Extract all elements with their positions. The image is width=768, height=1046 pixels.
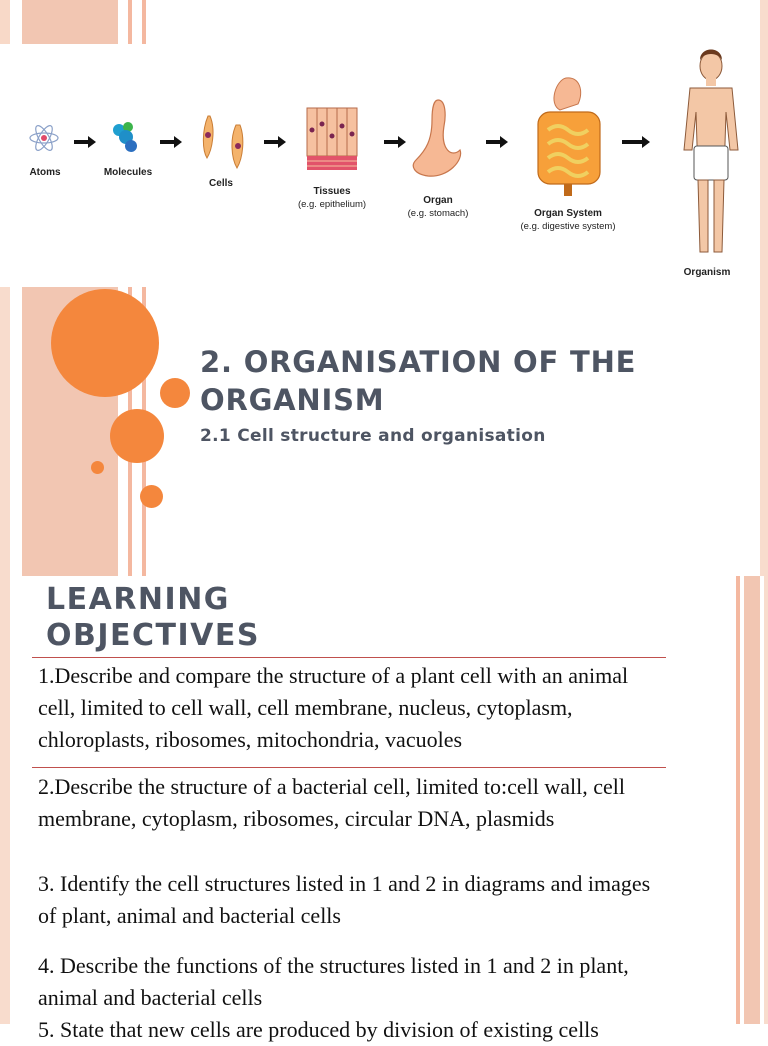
slide-stripe xyxy=(736,576,740,1024)
divider xyxy=(32,657,666,658)
slide-stripe xyxy=(0,576,10,1024)
digestive-system-icon xyxy=(537,77,601,196)
decorative-circle xyxy=(110,409,164,463)
objective-2: 2.Describe the structure of a bacterial … xyxy=(38,774,626,831)
slide-stripe xyxy=(760,0,768,287)
objective-1: 1.Describe and compare the structure of … xyxy=(38,663,629,752)
organisation-diagram xyxy=(29,49,739,253)
slide-stripe xyxy=(0,287,10,576)
arrow-icons xyxy=(74,136,650,148)
cells-icon xyxy=(202,115,244,169)
slide-title: 2. ORGANISATION OF THE ORGANISM xyxy=(200,345,637,417)
level-sub-organ: (e.g. stomach) xyxy=(407,208,469,219)
level-label-molecules: Molecules xyxy=(103,167,153,178)
slide-stripe xyxy=(142,0,146,44)
divider xyxy=(32,767,666,768)
level-label-organism: Organism xyxy=(683,267,731,278)
slide-stripe xyxy=(0,0,10,44)
level-label-organ-system: Organ System xyxy=(534,208,602,219)
objective-4: 4. Describe the functions of the structu… xyxy=(38,953,629,1010)
decorative-circle xyxy=(91,461,104,474)
stomach-icon xyxy=(412,99,462,177)
human-icon xyxy=(683,49,739,253)
decorative-circle xyxy=(51,289,159,397)
title-slide: 2. ORGANISATION OF THE ORGANISM 2.1 Cell… xyxy=(0,287,768,576)
slide-stripe xyxy=(760,287,768,576)
slide-subtitle: 2.1 Cell structure and organisation xyxy=(200,426,546,446)
slide-stripe xyxy=(764,576,768,1024)
molecule-icon xyxy=(113,122,137,152)
levels-of-organisation-slide: Atoms Molecules Cells Tissues (e.g. epit… xyxy=(0,0,768,287)
level-sub-organ-system: (e.g. digestive system) xyxy=(520,221,616,232)
objective-3: 3. Identify the cell structures listed i… xyxy=(38,871,651,928)
objective-5: 5. State that new cells are produced by … xyxy=(38,1017,599,1042)
decorative-circle xyxy=(140,485,163,508)
level-label-tissues: Tissues xyxy=(313,186,351,197)
level-label-cells: Cells xyxy=(209,178,233,189)
slide-stripe xyxy=(744,576,760,1024)
atom-icon xyxy=(29,125,59,151)
slide-stripe xyxy=(128,0,132,44)
level-sub-tissues: (e.g. epithelium) xyxy=(297,199,367,210)
level-label-organ: Organ xyxy=(423,195,453,206)
learning-objectives-slide: LEARNING OBJECTIVES 1.Describe and compa… xyxy=(0,576,768,1042)
objectives-heading: LEARNING OBJECTIVES xyxy=(46,582,260,653)
slide-stripe xyxy=(22,0,118,44)
level-label-atoms: Atoms xyxy=(29,167,61,178)
tissue-icon xyxy=(306,107,358,170)
decorative-circle xyxy=(160,378,190,408)
